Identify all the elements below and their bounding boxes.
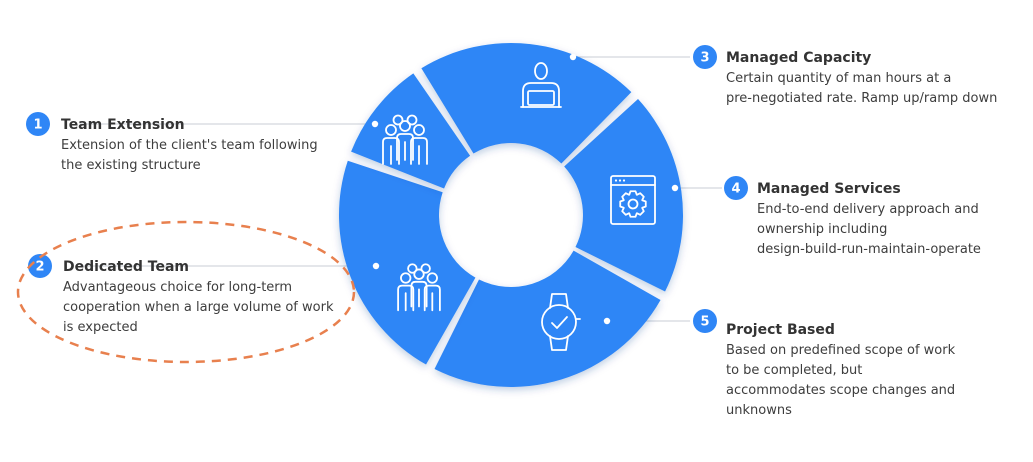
badge-circle [693, 309, 717, 333]
browser-gear-icon [610, 175, 656, 225]
item-team-extension: Team Extension Extension of the client's… [61, 116, 351, 176]
item-title: Dedicated Team [63, 259, 189, 275]
connector-dot [671, 184, 679, 192]
description-line: unknowns [726, 403, 792, 418]
number-badge: 1 [26, 112, 50, 136]
item-title: Managed Capacity [726, 50, 872, 66]
badge-number: 5 [700, 315, 709, 330]
connector-dot [603, 317, 611, 325]
badge-circle [28, 254, 52, 278]
watch-strap-bottom [549, 335, 569, 351]
person-head [400, 272, 412, 284]
person-head [426, 272, 438, 284]
team-group-icon [382, 114, 428, 165]
ring-segments [338, 43, 684, 387]
description-line: the existing structure [61, 158, 201, 173]
description-line: Advantageous choice for long-term [63, 280, 293, 295]
person-head [420, 263, 431, 274]
person-body [522, 82, 560, 108]
segment-project-based [434, 250, 661, 387]
person-head [392, 114, 404, 126]
person-head [407, 263, 418, 274]
description-line: Extension of the client's team following [61, 138, 318, 153]
description-line: End-to-end delivery approach and [757, 202, 979, 217]
number-badge: 3 [693, 45, 717, 69]
item-managed-capacity: Managed Capacity Certain quantity of man… [726, 49, 1026, 109]
item-title: Managed Services [757, 181, 901, 197]
watch-face [541, 304, 577, 340]
watch-strap-top [549, 293, 569, 309]
badge-circle [724, 176, 748, 200]
number-badge: 4 [724, 176, 748, 200]
segment-dedicated-team [338, 160, 476, 365]
badge-number: 2 [35, 260, 44, 275]
number-badge: 5 [693, 309, 717, 333]
item-description: End-to-end delivery approach and ownersh… [757, 200, 1027, 260]
item-project-based: Project Based Based on predefined scope … [726, 321, 1016, 421]
connector-dot [372, 262, 380, 270]
item-dedicated-team: Dedicated Team Advantageous choice for l… [63, 258, 363, 338]
description-line: accommodates scope changes and [726, 383, 956, 398]
badge-circle [26, 112, 50, 136]
person-head [385, 124, 397, 136]
person-body [410, 137, 428, 165]
item-description: Certain quantity of man hours at a pre-n… [726, 69, 1026, 109]
watch-check-icon [541, 293, 581, 351]
description-line: Based on predefined scope of work [726, 343, 956, 358]
person-body [397, 284, 415, 312]
browser-dot [622, 179, 626, 182]
description-line: design-build-run-maintain-operate [757, 242, 981, 257]
person-head [534, 62, 548, 80]
browser-dot [618, 179, 622, 182]
people-group-icon [397, 263, 441, 312]
connector-dot [569, 53, 577, 61]
person-head [413, 124, 425, 136]
description-line: to be completed, but [726, 363, 863, 378]
browser-window [610, 175, 656, 225]
item-description: Advantageous choice for long-term cooper… [63, 278, 363, 338]
person-body [410, 280, 428, 308]
person-body [423, 284, 441, 312]
segment-icons [371, 53, 679, 351]
connector-dot [371, 120, 379, 128]
item-title: Team Extension [61, 117, 185, 133]
person-laptop-icon [520, 62, 562, 108]
segment-team-extension [351, 73, 471, 189]
person-body [396, 133, 414, 161]
person-head [399, 120, 411, 132]
badge-number: 4 [731, 182, 740, 197]
description-line: is expected [63, 320, 138, 335]
gear-icon [619, 190, 647, 218]
gear-center [627, 198, 639, 210]
description-line: cooperation when a large volume of work [63, 300, 334, 315]
segment-managed-capacity [421, 43, 632, 164]
item-description: Based on predefined scope of work to be … [726, 341, 1016, 421]
person-head [413, 268, 425, 280]
item-managed-services: Managed Services End-to-end delivery app… [757, 180, 1027, 260]
number-badges: 1 2 3 4 5 [26, 45, 748, 333]
badge-number: 1 [33, 118, 42, 133]
check-icon [551, 316, 568, 329]
item-title: Project Based [726, 322, 835, 338]
person-body [382, 137, 400, 165]
browser-dot [614, 179, 618, 182]
highlight-ellipse [16, 220, 356, 364]
number-badge: 2 [28, 254, 52, 278]
badge-circle [693, 45, 717, 69]
badge-number: 3 [700, 51, 709, 66]
description-line: Certain quantity of man hours at a [726, 71, 952, 86]
item-description: Extension of the client's team following… [61, 136, 351, 176]
description-line: pre-negotiated rate. Ramp up/ramp down [726, 91, 998, 106]
laptop-screen [527, 90, 555, 106]
person-head [406, 114, 418, 126]
description-line: ownership including [757, 222, 888, 237]
